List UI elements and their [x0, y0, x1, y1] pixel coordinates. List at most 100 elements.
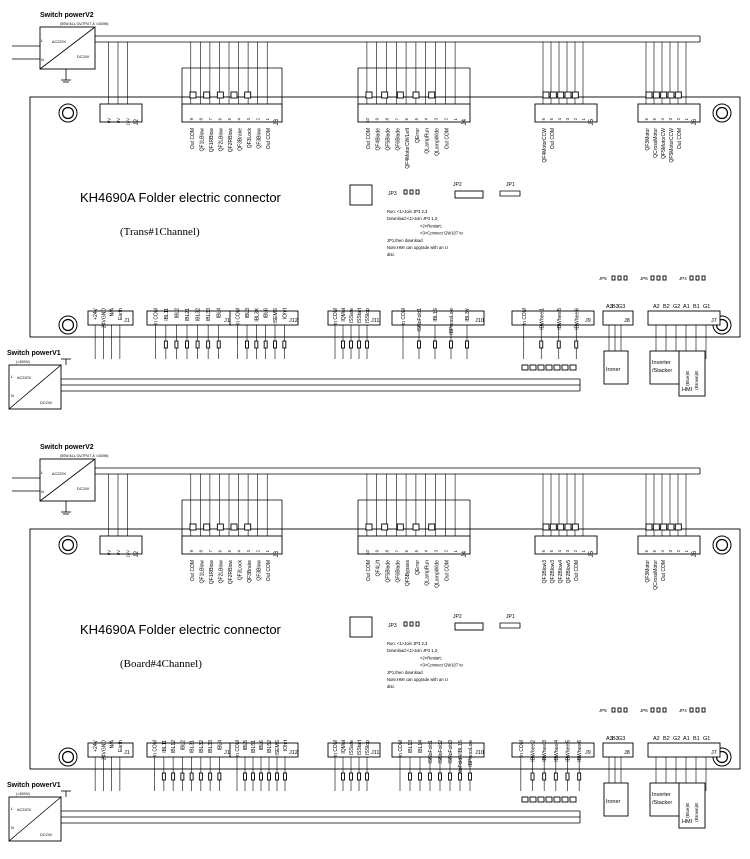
- signal-label: QCrossMotor: [653, 560, 659, 590]
- jp5-pin: [617, 275, 622, 281]
- connector-j9: [511, 742, 595, 758]
- connector-id: J12: [289, 318, 298, 324]
- input-label: IBL51: [251, 740, 257, 753]
- switch-contact: [273, 340, 277, 349]
- connector-j12: [229, 310, 299, 326]
- input-label: In COM: [401, 308, 407, 325]
- input-label: IBL2: [180, 740, 186, 751]
- switch-contact: [341, 340, 345, 349]
- input-label: +24V: [93, 739, 99, 751]
- pin-number: 5: [652, 117, 657, 120]
- connector-id: J8: [624, 318, 630, 324]
- input-label: IOhrt: [283, 739, 289, 751]
- note-line: <3>Connect GW107 to: [420, 663, 464, 668]
- connector-j8: [602, 742, 634, 758]
- psu-v1-dc: DC24V: [40, 833, 53, 837]
- hmi-blue: (Blue)B: [685, 803, 690, 818]
- bus-pin-label: A2: [653, 736, 660, 742]
- signal-label: QF2Blow3: [550, 560, 556, 584]
- connector-j11: [327, 742, 381, 758]
- note-line: Note:HMI can upgrade with an U: [387, 677, 448, 682]
- switch-contact: [174, 340, 179, 349]
- signal-label: Out COM: [574, 560, 580, 581]
- input-label: IBWheel5: [566, 740, 572, 762]
- hmi-box: [678, 350, 706, 397]
- switch-contact: [357, 340, 361, 349]
- pin-number: 9: [375, 549, 380, 552]
- signal-label: Out COM: [266, 128, 272, 149]
- switch-contact: [530, 772, 535, 781]
- jp3-pin: [403, 621, 408, 627]
- pin-number: 1: [581, 117, 586, 120]
- input-label: ISNoFold1: [417, 308, 423, 332]
- terminal-block: [542, 91, 550, 99]
- jp3-pin: [403, 189, 408, 195]
- note-line: Run: <1>Join JP3 2,3: [387, 641, 428, 646]
- pin-number: 1: [453, 549, 458, 552]
- ironer-box: [603, 782, 629, 817]
- input-label: IBL12: [171, 740, 177, 753]
- pin-number: 4: [424, 549, 429, 552]
- pin-number: 7: [208, 549, 213, 552]
- jp4-pin: [689, 707, 694, 713]
- signal-label: QF3Brake: [238, 128, 244, 151]
- terminal-block: [674, 523, 682, 531]
- pin-number: 5: [549, 117, 554, 120]
- pin-number: 6: [541, 117, 546, 120]
- connector-id: J2: [134, 118, 140, 125]
- psu-v2-l: L: [41, 470, 44, 475]
- input-label: ISEMS: [273, 307, 279, 323]
- terminal-block: [529, 364, 537, 371]
- terminal-block: [549, 523, 557, 531]
- input-label: IBWheel4: [554, 740, 560, 762]
- input-label: IBWheel6: [577, 740, 583, 762]
- signal-label: QF2LBlow: [218, 128, 224, 152]
- input-label: In COM: [333, 740, 339, 757]
- switch-contact: [465, 340, 469, 349]
- terminal-block: [571, 91, 579, 99]
- signal-label: Out COM: [444, 560, 450, 581]
- terminal-block: [652, 91, 660, 99]
- mounting-hole-inner: [61, 318, 75, 332]
- signal-label: Out COM: [366, 560, 372, 581]
- pin-number: 2: [573, 549, 578, 552]
- connector-id: J11: [371, 318, 379, 324]
- pin-number: 0V: [116, 118, 121, 123]
- mounting-hole-inner: [715, 538, 729, 552]
- pin-number: 5: [227, 117, 232, 120]
- jp2-label: JP2: [453, 614, 462, 620]
- terminal-block: [244, 91, 252, 99]
- bus-pin-label: A3: [606, 304, 613, 310]
- terminal-block: [216, 91, 224, 99]
- terminal-block: [230, 523, 238, 531]
- switch-contact: [542, 772, 547, 781]
- pin-number: 5: [414, 549, 419, 552]
- terminal-block: [412, 91, 420, 99]
- bus-pin-label: G2: [673, 736, 680, 742]
- signal-label: QF1RBlow: [209, 560, 215, 585]
- terminal-block: [545, 364, 553, 371]
- terminal-block: [660, 91, 668, 99]
- signal-label: Out COM: [661, 560, 667, 581]
- note-line: disc: [387, 684, 394, 689]
- connector-id: J9: [585, 750, 591, 756]
- input-label: IBWheel2: [531, 740, 537, 762]
- bus-pin-label: G3: [618, 304, 625, 310]
- connector-id: J13: [224, 750, 233, 756]
- signal-label: QLampRun: [425, 560, 431, 586]
- ironer-box: [603, 350, 629, 385]
- input-label: IBL52: [267, 740, 273, 753]
- switch-contact: [349, 340, 353, 349]
- signal-label: QF3Lock: [247, 128, 253, 149]
- terminal-block: [557, 91, 565, 99]
- jp6-label: JP6: [640, 276, 648, 281]
- input-label: IBL11: [164, 308, 170, 321]
- terminal-block: [569, 364, 577, 371]
- input-label: IBL33: [206, 308, 212, 321]
- input-label: IBL6: [259, 740, 265, 751]
- switch-contact: [195, 340, 200, 349]
- switch-contact: [217, 772, 222, 781]
- signal-label: QError: [415, 128, 421, 143]
- pin-number: 8: [198, 549, 203, 552]
- psu-v1-ac: AC220V: [17, 808, 32, 812]
